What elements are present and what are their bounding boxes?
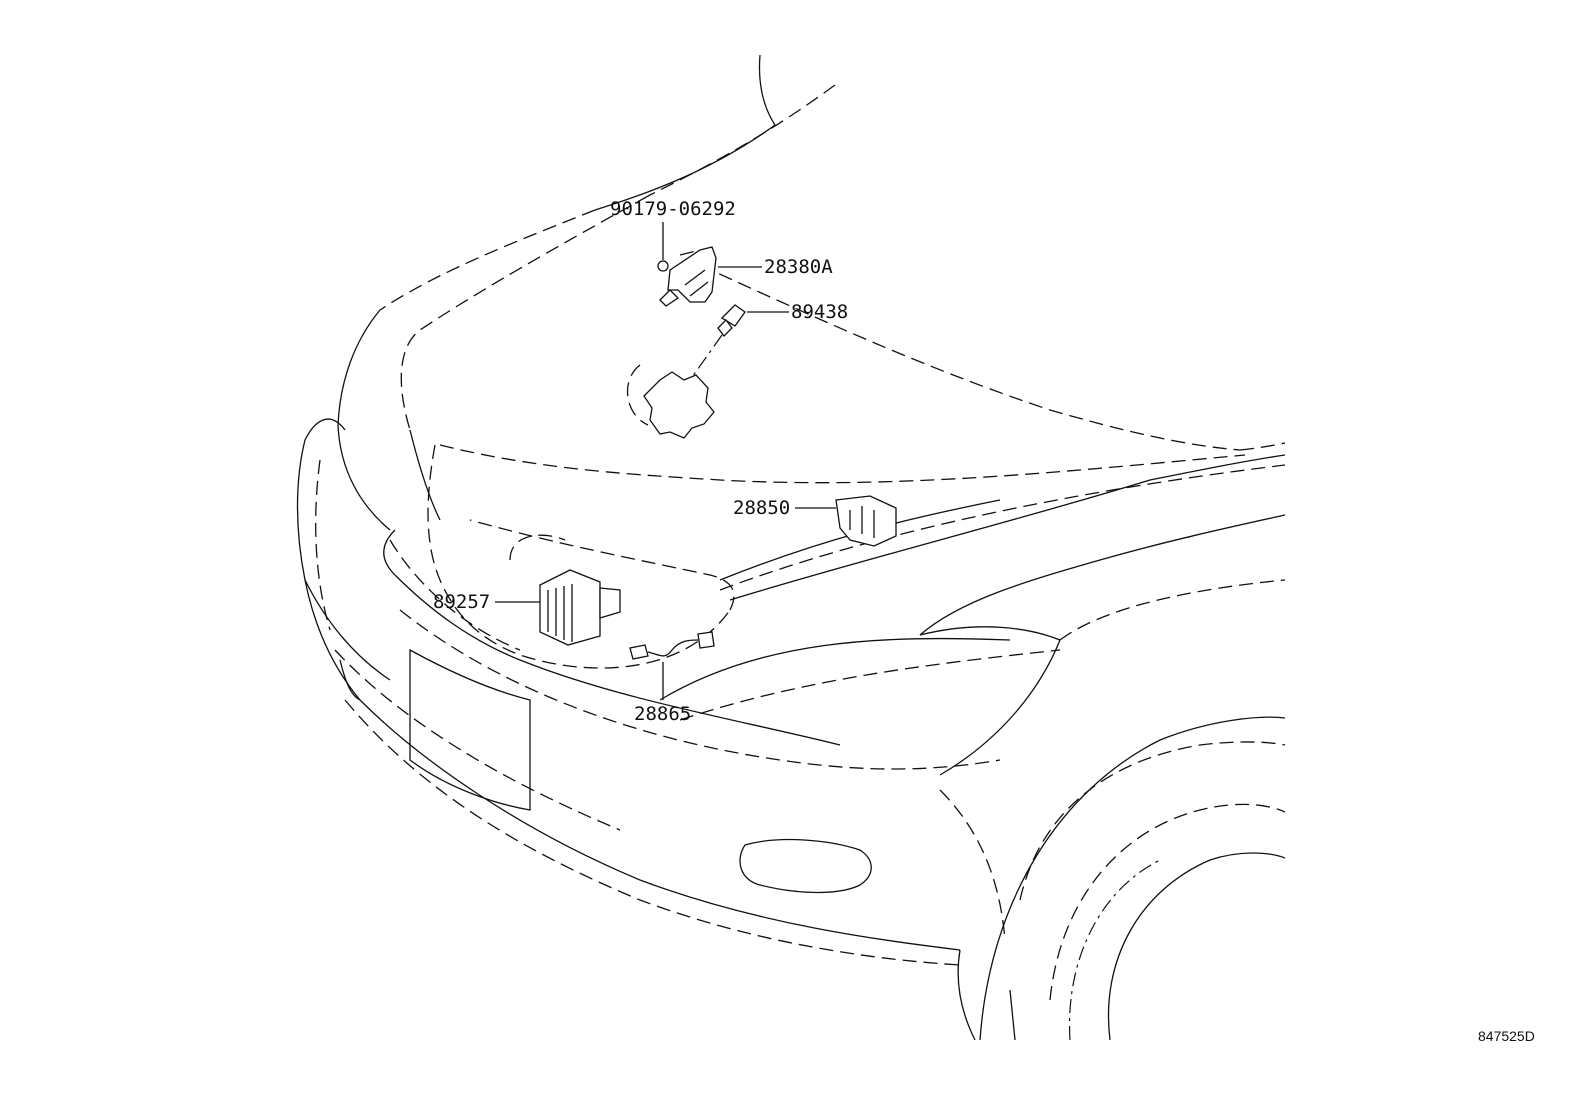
part-89257-control-unit bbox=[495, 534, 621, 646]
part-90179-06292-nut bbox=[657, 222, 669, 272]
part-28865-wire-harness bbox=[629, 631, 715, 700]
part-89438-sensor bbox=[689, 304, 789, 381]
drawing-code: 847525D bbox=[1478, 1028, 1535, 1044]
callout-89257: 89257 bbox=[433, 591, 490, 613]
part-28850-block bbox=[795, 495, 897, 547]
callout-28850: 28850 bbox=[733, 497, 790, 519]
part-28380A-bracket bbox=[659, 246, 762, 307]
part-horn-disc bbox=[626, 364, 715, 439]
callout-89438: 89438 bbox=[791, 301, 848, 323]
callout-28380A: 28380A bbox=[764, 256, 833, 278]
callout-90179-06292: 90179-06292 bbox=[610, 198, 736, 220]
callout-28865: 28865 bbox=[634, 703, 691, 725]
vehicle-outline bbox=[296, 54, 1286, 1041]
